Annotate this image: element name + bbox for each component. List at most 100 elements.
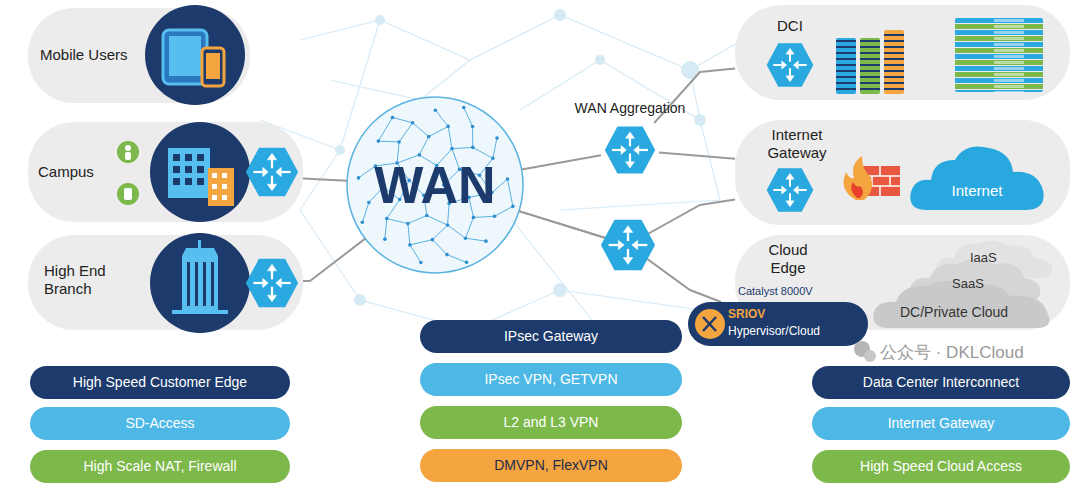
decor-part [347, 97, 523, 273]
node-text: Mobile Users [40, 46, 128, 64]
node-text: SD-Access [125, 415, 194, 432]
decor-part [387, 219, 408, 224]
feature-pill: DMVPN, FlexVPN [420, 449, 682, 482]
decor-part [554, 9, 566, 21]
feature-pill: IPsec Gateway [420, 320, 682, 353]
watermark-text: 公众号 · DKLCloud [880, 343, 1024, 362]
decor-part [357, 176, 361, 180]
node-text: High Speed Customer Edge [73, 374, 247, 391]
decor-part [694, 114, 706, 126]
cloud-shape [907, 142, 1047, 212]
decor-part [507, 179, 512, 206]
decor-part [397, 140, 401, 144]
segment-band: DCI [735, 5, 1070, 100]
decor-part [358, 166, 375, 178]
node-text: SaaS [952, 276, 984, 292]
decor-part [354, 294, 366, 306]
node-text: Internet Gateway [757, 126, 837, 162]
decor-part [411, 121, 415, 125]
decor-part [378, 141, 399, 143]
decor-part [427, 135, 431, 139]
feature-pill: High Speed Customer Edge [30, 366, 290, 399]
decor-part [408, 224, 410, 245]
node-text: Catalyst 8000V [738, 285, 813, 298]
decor-part [392, 117, 412, 122]
decor-part [413, 123, 429, 137]
connector-line [303, 239, 365, 282]
feature-pill: SD-Access [30, 407, 290, 440]
node-text: High End Branch [44, 262, 116, 298]
decor-part [448, 225, 466, 238]
decor-part [464, 236, 468, 240]
decor-part [399, 123, 413, 142]
network-element: IaaSSaaSDC/Private Cloud [870, 238, 1060, 328]
decor-part [375, 15, 385, 25]
node-text: High Scale NAT, Firewall [83, 458, 236, 475]
connector-line [522, 155, 601, 169]
node-text: Cloud Edge [759, 241, 817, 277]
network-element: WAN [347, 97, 523, 273]
connector-line [659, 152, 735, 158]
node-text: High Speed Cloud Access [860, 458, 1022, 475]
decor-part [432, 225, 447, 240]
decor-part [408, 215, 427, 223]
decor-part [385, 219, 387, 240]
decor-part [362, 202, 369, 222]
decor-part [335, 9, 706, 335]
decor-part [465, 217, 473, 238]
node-text: Data Center Interconnect [863, 374, 1019, 391]
node-text: DMVPN, FlexVPN [494, 457, 608, 474]
decor-part [471, 146, 475, 150]
decor-part [330, 80, 600, 330]
decor-part [378, 117, 392, 141]
decor-part [452, 147, 473, 148]
node-text: Campus [38, 163, 94, 181]
decor-part [446, 125, 450, 129]
decor-part [484, 239, 488, 243]
feature-pill: Internet Gateway [812, 407, 1070, 440]
decor-part [406, 222, 410, 226]
decor-part [446, 223, 450, 227]
decor-part [462, 106, 466, 110]
watermark: 公众号 · DKLCloud [880, 341, 1024, 364]
node-text: L2 and L3 VPN [504, 414, 599, 431]
decor-part [465, 261, 469, 265]
decor-part [471, 125, 475, 129]
decor-part [601, 220, 655, 270]
node-text: IPsec VPN, GETVPN [484, 371, 617, 388]
network-element: WAN Aggregation [601, 123, 659, 177]
decor-part [435, 110, 448, 126]
decor-part [447, 255, 467, 263]
feature-pill: IPsec VPN, GETVPN [420, 363, 682, 396]
decor-part [465, 238, 485, 241]
decor-part [383, 237, 387, 241]
decor-part [448, 126, 452, 148]
decor-part [335, 145, 345, 155]
cloud-shape [910, 147, 1043, 211]
node-text: WAN Aggregation [567, 100, 693, 117]
decor-part [391, 116, 395, 120]
router-symbol [601, 123, 659, 177]
decor-part [410, 245, 421, 263]
decor-part [434, 108, 438, 112]
decor-part [493, 214, 497, 218]
decor-part [495, 136, 499, 140]
decor-part [506, 177, 510, 181]
node-text: Internet [907, 182, 1047, 200]
decor-part [431, 238, 435, 242]
decor-part [419, 261, 423, 265]
decor-part [408, 243, 412, 247]
segment-band: High End Branch [28, 235, 303, 330]
decor-part [553, 283, 567, 297]
feature-pill: Data Center Interconnect [812, 366, 1070, 399]
decor-part [410, 240, 433, 245]
decor-part [427, 215, 448, 225]
connector-line [303, 179, 347, 181]
decor-part [493, 138, 497, 158]
router-symbol [605, 127, 655, 174]
decor-part [429, 126, 448, 136]
decor-part [367, 201, 371, 205]
connector-line [519, 211, 721, 302]
node-text: DC/Private Cloud [900, 304, 1008, 321]
decor-part [473, 216, 494, 217]
